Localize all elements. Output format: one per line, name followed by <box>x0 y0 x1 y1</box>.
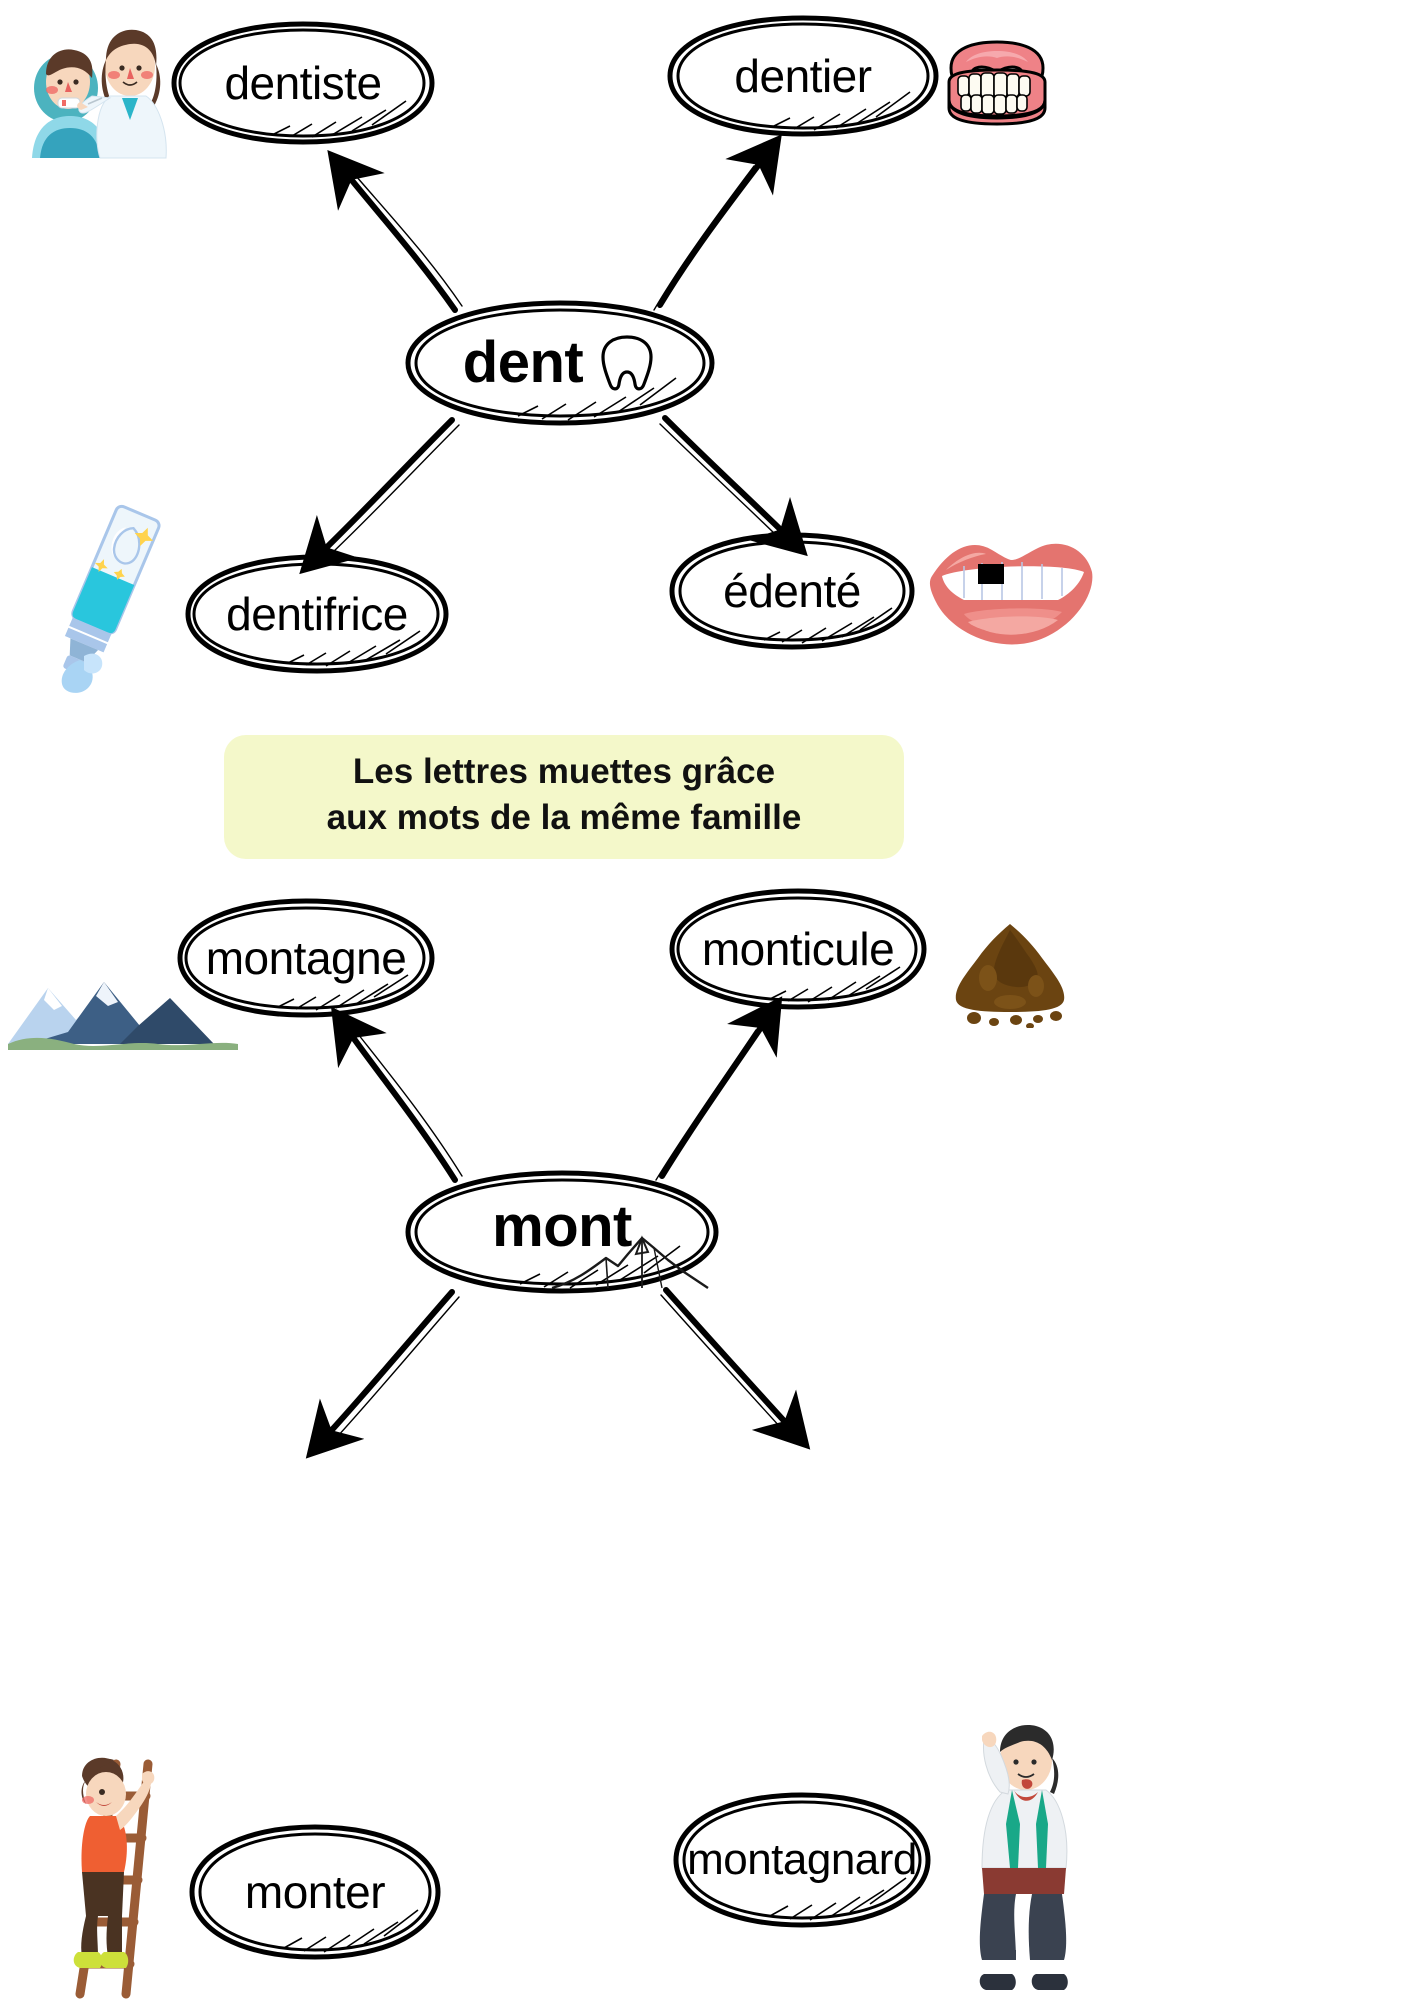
arrow-mont-monticule <box>655 996 783 1181</box>
arrow-dent-dentier <box>653 134 782 311</box>
dirt-mound-icon <box>940 916 1080 1029</box>
arrow-dent-dentiste <box>327 150 463 313</box>
arrow-mont-monter <box>305 1289 460 1459</box>
toothpaste-tube-icon <box>38 500 168 700</box>
arrow-dent-edente <box>659 415 808 557</box>
word-label: montagne <box>205 932 407 984</box>
banner-line-2: aux mots de la même famille <box>326 798 802 838</box>
tooth-icon <box>597 332 657 394</box>
dentures-icon <box>938 38 1056 130</box>
root-label: dent <box>462 330 584 395</box>
word-label: montagnard <box>687 1835 917 1884</box>
word-label: dentifrice <box>226 588 408 640</box>
arrow-mont-montagne <box>331 1006 463 1183</box>
dentist-patient-icon <box>18 20 170 160</box>
toothless-mouth-icon <box>920 510 1100 660</box>
mountain-person-icon <box>938 1718 1108 1998</box>
root-label: mont <box>492 1194 632 1259</box>
word-label: dentiste <box>224 57 382 109</box>
arrow-mont-montagnard <box>660 1287 811 1450</box>
word-label: monter <box>244 1866 386 1918</box>
banner-line-1: Les lettres muettes grâce <box>352 752 776 791</box>
child-ladder-icon <box>60 1750 220 2000</box>
word-label: dentier <box>734 50 872 102</box>
word-label: monticule <box>701 923 895 975</box>
word-label: édenté <box>723 565 861 617</box>
mountains-icon <box>8 960 238 1050</box>
banner-title: Les lettres muettes grâce aux mots de la… <box>224 735 904 860</box>
arrow-dent-dentifrice <box>299 417 460 575</box>
